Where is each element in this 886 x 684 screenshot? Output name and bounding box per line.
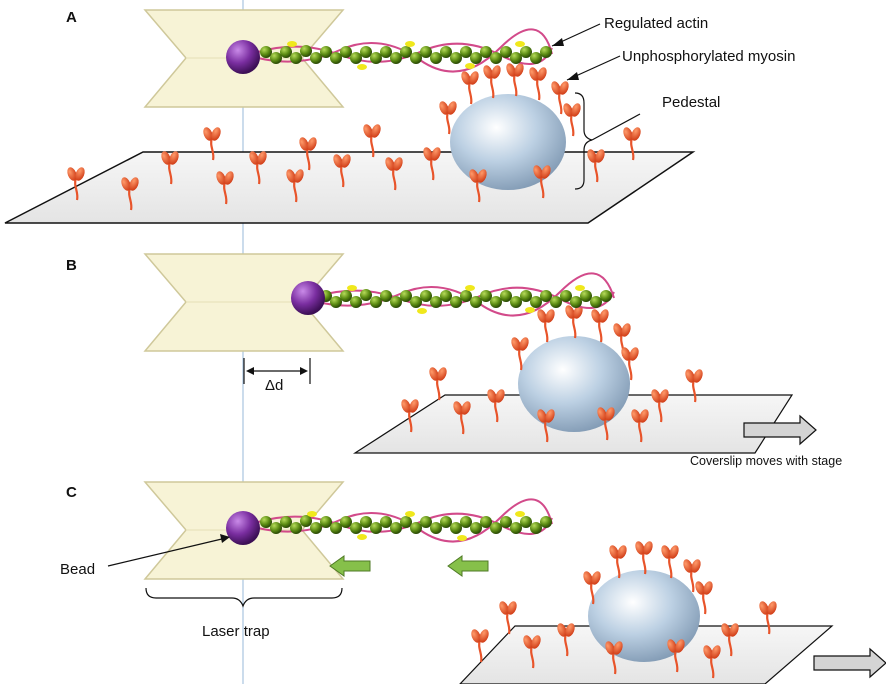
green-arrow-2	[447, 555, 489, 577]
bead-c	[226, 511, 260, 545]
regulated-actin-label: Regulated actin	[604, 15, 708, 32]
laser-trap-label: Laser trap	[202, 623, 270, 640]
pedestal-bead-c	[588, 570, 700, 662]
unphosphorylated-myosin-label: Unphosphorylated myosin	[622, 48, 795, 65]
stage-arrow-c	[813, 647, 886, 679]
displacement-label: Δd	[265, 377, 283, 394]
actin-filament-c	[257, 498, 553, 543]
actin-filament-a	[257, 28, 553, 73]
panel-c-letter: C	[66, 484, 77, 501]
panel-b: B	[66, 253, 842, 468]
laser-trap-bracket	[145, 587, 343, 608]
panel-a: A	[4, 9, 795, 224]
pedestal-bead-b	[518, 336, 630, 432]
actin-filament-b	[317, 272, 615, 317]
pedestal-label: Pedestal	[662, 94, 720, 111]
panel-b-letter: B	[66, 257, 77, 274]
bead-b	[291, 281, 325, 315]
panel-c: C	[60, 481, 886, 684]
bead-a	[226, 40, 260, 74]
stage-arrow-b	[743, 414, 817, 446]
panel-a-letter: A	[66, 9, 77, 26]
coverslip-moves-label: Coverslip moves with stage	[690, 454, 842, 468]
green-arrow-1	[329, 555, 371, 577]
bead-label: Bead	[60, 561, 95, 578]
